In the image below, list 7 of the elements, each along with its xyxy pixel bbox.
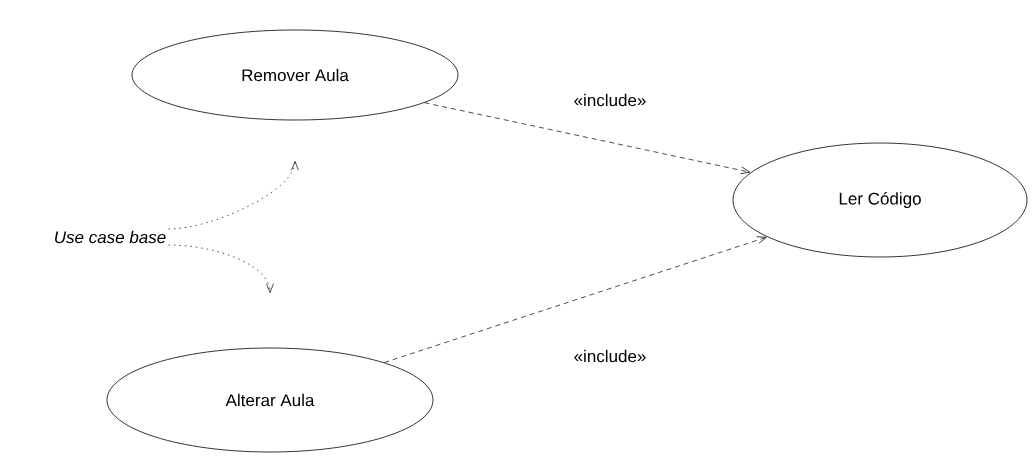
dependency-arrow <box>424 102 751 175</box>
dependency-arrow <box>168 244 274 293</box>
note-text: Use case base <box>55 230 166 244</box>
dependency-arrow <box>168 161 299 230</box>
edge-label: «include» <box>572 348 648 364</box>
dependency-arrow <box>383 236 767 363</box>
edge-label: «include» <box>572 92 648 108</box>
